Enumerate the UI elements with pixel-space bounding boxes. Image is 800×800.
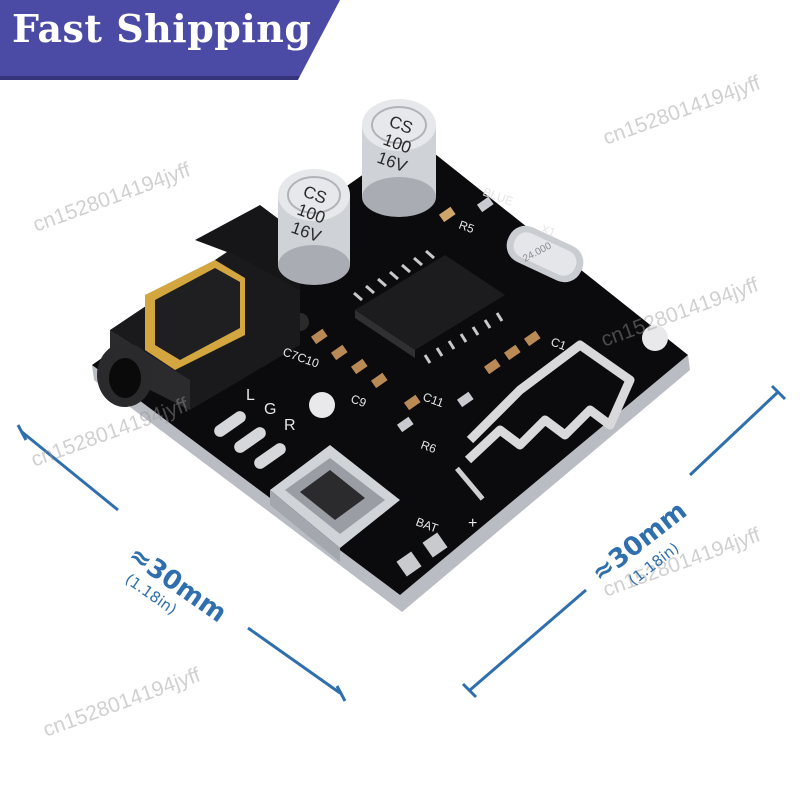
antenna-frame xyxy=(454,466,485,501)
label-x1: X1 xyxy=(539,222,558,240)
mounting-hole xyxy=(309,392,335,418)
label-g: G xyxy=(264,401,276,418)
label-c9: C9 xyxy=(349,392,369,411)
banner-title: Fast Shipping xyxy=(12,6,312,51)
label-c11: C11 xyxy=(421,390,446,410)
label-r6: R6 xyxy=(419,438,439,457)
solder-pads xyxy=(214,411,286,469)
label-r: R xyxy=(284,417,296,434)
label-l: L xyxy=(246,387,255,404)
mounting-hole xyxy=(642,325,668,351)
micro-usb-port xyxy=(270,445,400,562)
dimension-left xyxy=(16,424,347,702)
crystal-oscillator xyxy=(506,225,584,283)
label-r5: R5 xyxy=(457,218,477,237)
banner-background xyxy=(0,0,340,80)
label-plus: + xyxy=(468,515,477,532)
battery-pads xyxy=(396,532,448,577)
audio-jack xyxy=(97,205,300,410)
label-c1: C1 xyxy=(549,335,569,354)
capacitor-left xyxy=(278,169,350,285)
main-ic-chip xyxy=(353,249,505,364)
smd-components xyxy=(310,196,541,433)
capacitor-right xyxy=(362,99,436,217)
dimension-right xyxy=(461,384,787,699)
antenna-trace xyxy=(464,340,635,464)
